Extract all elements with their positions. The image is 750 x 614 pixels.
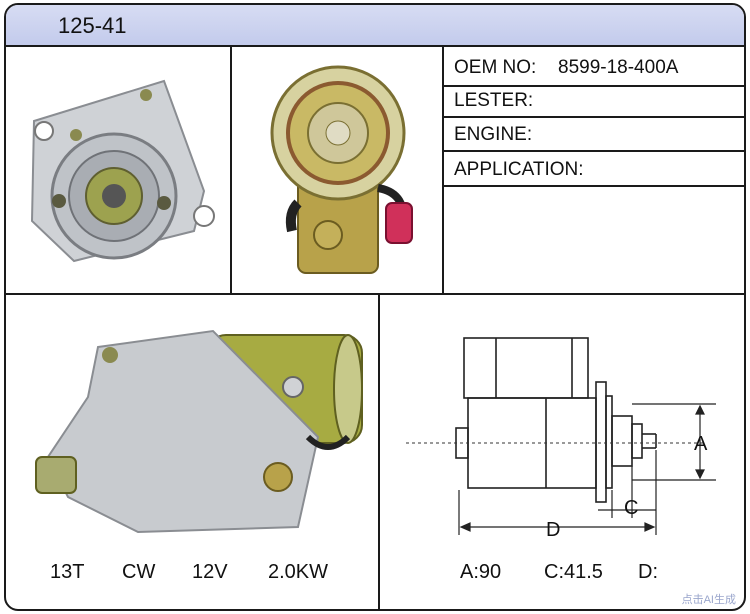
spec-row-line-3 [442,150,744,152]
starter-front-photo [30,79,215,263]
divider-top-2 [442,45,444,293]
lester-label: LESTER: [454,90,534,111]
dimension-label-a: A [694,433,708,455]
voltage-rating: 12V [192,561,228,583]
oem-value: 8599-18-400A [558,57,679,78]
oem-label: OEM NO: [454,57,537,78]
dimension-diagram: A C D [406,337,716,541]
dimension-a: A:90 [460,561,502,583]
divider-middle [6,293,744,295]
dimension-c: C:41.5 [544,561,603,583]
part-number-title: 125-41 [58,13,127,38]
divider-bottom [378,293,380,609]
teeth-rating: 13T [50,561,85,583]
engine-label: ENGINE: [454,124,533,145]
product-card: 125-41 OEM NO: 8599-18-400A LESTER: ENGI… [4,3,746,611]
watermark-text: 点击AI生成 [681,594,736,606]
power-rating: 2.0KW [268,561,329,583]
dimension-d: D: [638,561,658,583]
spec-row-line-4 [442,185,744,187]
rotation-rating: CW [122,561,156,583]
header-bar: 125-41 [6,5,744,47]
dimension-label-c: C [624,497,638,519]
divider-top-1 [230,45,232,293]
spec-row-line-1 [442,85,744,87]
spec-row-line-2 [442,116,744,118]
starter-side-photo [35,329,363,534]
starter-rear-photo [270,65,413,274]
dimension-label-d: D [546,519,560,541]
application-label: APPLICATION: [454,159,584,180]
